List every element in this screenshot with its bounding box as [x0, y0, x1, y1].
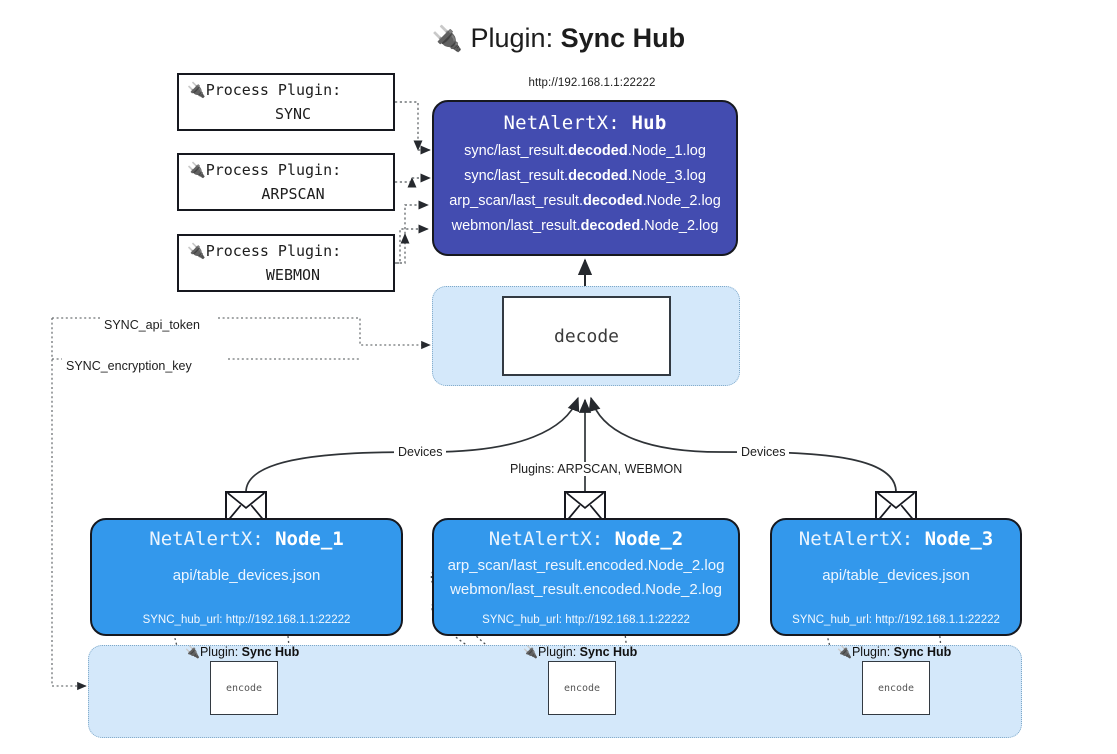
encoder-name: Sync Hub [893, 645, 952, 659]
process-plugin-header: 🔌Process Plugin: [179, 236, 393, 264]
hub-name-label: Hub [631, 112, 667, 134]
log-suffix: .Node_1.log [627, 143, 706, 159]
plug-icon: 🔌 [837, 645, 852, 659]
plug-icon: 🔌 [187, 82, 206, 99]
node-line: api/table_devices.json [822, 567, 970, 584]
process-plugin-arpscan[interactable]: 🔌Process Plugin: ARPSCAN [177, 153, 395, 211]
encoder-plugin-label-1: 🔌Plugin: Sync Hub [185, 645, 299, 659]
plug-icon: 🔌 [523, 645, 538, 659]
plug-icon: 🔌 [431, 25, 463, 53]
node-title: NetAlertX: Node_3 [772, 528, 1020, 550]
plug-icon: 🔌 [187, 243, 206, 260]
process-plugin-name: SYNC [274, 105, 312, 123]
node-title: NetAlertX: Node_2 [434, 528, 738, 550]
node-app-label: NetAlertX: [149, 528, 264, 550]
process-plugin-label: Process Plugin: [205, 242, 342, 260]
process-plugin-name: WEBMON [265, 266, 321, 284]
process-plugin-name: ARPSCAN [261, 185, 325, 203]
node-hub-url: SYNC_hub_url: http://192.168.1.1:22222 [792, 614, 1000, 626]
process-plugin-webmon[interactable]: 🔌Process Plugin: WEBMON [177, 234, 395, 292]
log-mid: decoded [568, 143, 628, 159]
hub-url-label: http://192.168.1.1:22222 [528, 77, 656, 89]
encoder-label: Plugin: [851, 645, 891, 659]
hub-title: NetAlertX: Hub [434, 112, 736, 134]
page-title-label: Plugin: [470, 23, 554, 53]
process-plugin-label: Process Plugin: [205, 81, 342, 99]
log-mid: decoded [568, 168, 628, 184]
log-suffix: .Node_2.log [640, 218, 719, 234]
log-suffix: .Node_3.log [627, 168, 706, 184]
node-name-label: Node_1 [275, 528, 344, 550]
encoder-name: Sync Hub [579, 645, 638, 659]
page-title-name: Sync Hub [560, 23, 686, 53]
hub-node[interactable]: NetAlertX: Hub sync/last_result.decoded.… [432, 100, 738, 256]
encoder-plugin-label-2: 🔌Plugin: Sync Hub [523, 645, 637, 659]
process-plugin-header: 🔌Process Plugin: [179, 155, 393, 183]
encode-box-3[interactable]: encode [862, 661, 930, 715]
log-mid: decoded [580, 218, 641, 234]
edge-label-plugins: Plugins: ARPSCAN, WEBMON [506, 462, 687, 476]
node-line: arp_scan/last_result.encoded.Node_2.log [447, 557, 725, 574]
node-hub-url: SYNC_hub_url: http://192.168.1.1:22222 [142, 614, 351, 626]
node-app-label: NetAlertX: [798, 528, 914, 550]
envelope-icon [875, 491, 917, 523]
setting-api-token-label: SYNC_api_token [100, 318, 204, 332]
setting-encryption-key-label: SYNC_encryption_key [62, 359, 196, 373]
edge-label-devices-left: Devices [394, 445, 447, 459]
hub-log-row: arp_scan/last_result.decoded.Node_2.log [434, 189, 736, 214]
process-plugin-label: Process Plugin: [205, 161, 342, 179]
edge-label-devices-right: Devices [737, 445, 790, 459]
node-line: api/table_devices.json [172, 567, 321, 584]
node-1[interactable]: NetAlertX: Node_1 api/table_devices.json… [90, 518, 403, 636]
encode-box-1[interactable]: encode [210, 661, 278, 715]
encoder-plugin-label-3: 🔌Plugin: Sync Hub [837, 645, 951, 659]
node-hub-url: SYNC_hub_url: http://192.168.1.1:22222 [482, 614, 690, 626]
node-title: NetAlertX: Node_1 [92, 528, 401, 550]
encoder-label: Plugin: [199, 645, 239, 659]
node-line: webmon/last_result.encoded.Node_2.log [450, 581, 722, 598]
envelope-icon [225, 491, 267, 523]
hub-log-row: sync/last_result.decoded.Node_1.log [434, 139, 736, 164]
hub-app-label: NetAlertX: [503, 112, 620, 134]
plug-icon: 🔌 [187, 162, 206, 179]
hub-log-list: sync/last_result.decoded.Node_1.log sync… [434, 139, 736, 239]
node-2[interactable]: NetAlertX: Node_2 arp_scan/last_result.e… [432, 518, 740, 636]
plug-icon: 🔌 [185, 645, 200, 659]
encode-box-2[interactable]: encode [548, 661, 616, 715]
node-app-label: NetAlertX: [488, 528, 604, 550]
node-line-list: arp_scan/last_result.encoded.Node_2.log … [434, 554, 738, 602]
hub-log-row: webmon/last_result.decoded.Node_2.log [434, 214, 736, 239]
process-plugin-sync[interactable]: 🔌Process Plugin: SYNC [177, 73, 395, 131]
encoder-label: Plugin: [537, 645, 577, 659]
node-name-label: Node_3 [924, 528, 994, 550]
log-prefix: webmon/last_result. [451, 218, 581, 234]
log-prefix: sync/last_result. [464, 143, 569, 159]
log-prefix: arp_scan/last_result. [449, 193, 583, 209]
log-mid: decoded [582, 193, 643, 209]
page-title: 🔌 Plugin: Sync Hub [0, 18, 1117, 59]
decode-box[interactable]: decode [502, 296, 671, 376]
log-suffix: .Node_2.log [642, 193, 721, 209]
hub-log-row: sync/last_result.decoded.Node_3.log [434, 164, 736, 189]
process-plugin-header: 🔌Process Plugin: [179, 75, 393, 103]
encoder-name: Sync Hub [241, 645, 300, 659]
log-prefix: sync/last_result. [464, 168, 569, 184]
node-name-label: Node_2 [614, 528, 684, 550]
node-3[interactable]: NetAlertX: Node_3 api/table_devices.json… [770, 518, 1022, 636]
